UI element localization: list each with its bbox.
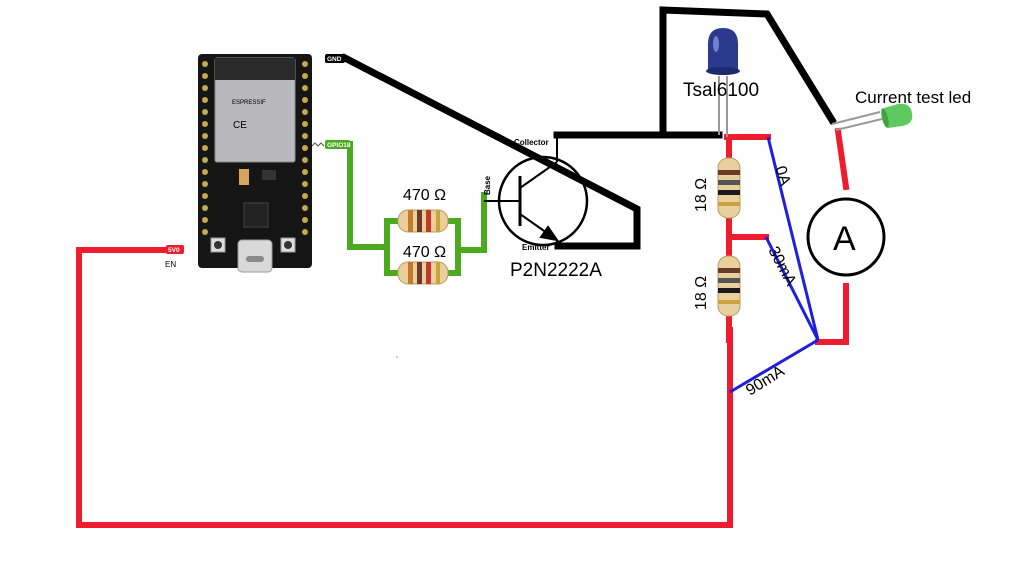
blue-current-lines [729, 136, 820, 394]
ir-led [706, 28, 740, 137]
module-ce: CE [233, 120, 247, 131]
current-line-90ma [729, 338, 819, 394]
wire-collector [553, 6, 837, 139]
wire-ammeter-bottom [815, 283, 849, 345]
wire-mid-node [726, 215, 769, 240]
ammeter-symbol: A [833, 220, 856, 258]
resistor-r4 [717, 255, 741, 317]
wire-base [455, 192, 487, 253]
transistor-part-label: P2N2222A [510, 260, 602, 281]
regulator [239, 169, 249, 185]
svg-text:GPIO18: GPIO18 [327, 142, 351, 149]
current-label-30ma: 30mA [764, 244, 799, 289]
pin-header-left [202, 61, 208, 235]
resistor-r1-label: 470 Ω [403, 187, 446, 204]
current-line-30ma [764, 236, 820, 341]
transistor-emitter-label: Emitter [522, 243, 550, 252]
small-part [262, 170, 276, 180]
red-wires [76, 127, 850, 528]
black-wires [340, 6, 837, 250]
wire-5v-loop [76, 247, 733, 528]
pin-label-gnd: GND [325, 54, 345, 63]
stray-dot [396, 356, 398, 358]
usb-chip [243, 202, 269, 228]
pin-label-5v: 5V0 [166, 245, 184, 254]
svg-text:GND: GND [327, 56, 342, 63]
transistor-base-label: Base [483, 175, 492, 195]
test-led-label: Current test led [855, 88, 971, 107]
wire-ammeter-top [834, 127, 850, 191]
wire-gnd [340, 53, 641, 250]
wire-gpio [347, 141, 390, 250]
ammeter [806, 197, 886, 277]
esp32-board: ESPRESSIF CE [198, 54, 312, 273]
npn-transistor [484, 137, 589, 247]
current-line-0a [766, 136, 820, 341]
pin-header-right [302, 61, 308, 235]
pin-label-gpio18: GPIO18 [311, 140, 351, 149]
test-led [831, 103, 913, 131]
svg-text:5V0: 5V0 [168, 247, 180, 254]
pin-label-en: EN [165, 260, 176, 269]
green-wires [347, 141, 487, 276]
resistor-r3-label: 18 Ω [693, 178, 710, 212]
current-label-0a: 0A [771, 164, 793, 188]
module-logo: ESPRESSIF [232, 100, 266, 106]
resistor-r4-label: 18 Ω [693, 276, 710, 310]
resistor-r2-label: 470 Ω [403, 244, 446, 261]
transistor-collector-label: Collector [514, 138, 549, 147]
module-antenna [215, 58, 295, 80]
resistor-r1 [397, 209, 449, 233]
current-label-90ma: 90mA [743, 363, 788, 400]
svg-text:EN: EN [165, 260, 176, 269]
resistor-r3 [717, 157, 741, 219]
resistor-r2 [397, 261, 449, 285]
ir-led-label: Tsal6100 [683, 80, 759, 101]
